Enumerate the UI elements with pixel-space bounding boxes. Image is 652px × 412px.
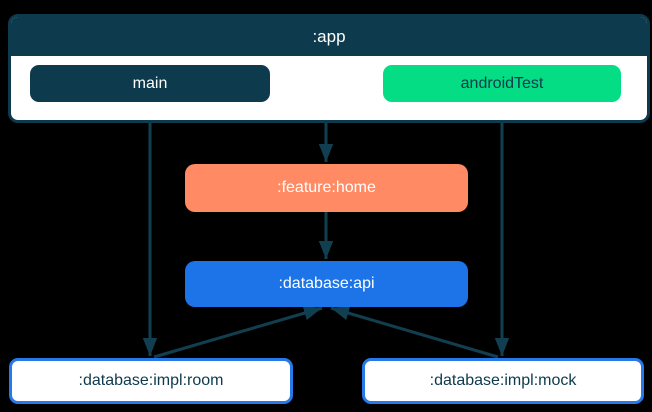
- source-set-androidtest-label: androidTest: [460, 74, 544, 92]
- source-set-main: main: [30, 65, 270, 102]
- source-set-androidtest: androidTest: [383, 65, 621, 102]
- feature-home-module: :feature:home: [185, 164, 468, 212]
- database-impl-room-module: :database:impl:room: [9, 358, 293, 404]
- feature-home-label: :feature:home: [277, 179, 376, 196]
- edge-database-impl-room-to-database-api: [153, 306, 323, 359]
- database-api-module: :database:api: [185, 261, 468, 307]
- edge-database-impl-mock-to-database-api: [330, 306, 499, 359]
- database-impl-room-label: :database:impl:room: [78, 372, 224, 389]
- database-impl-mock-label: :database:impl:mock: [429, 372, 577, 389]
- app-module-header: :app: [11, 17, 647, 56]
- database-api-label: :database:api: [278, 275, 375, 292]
- app-module-container: :app main androidTest: [8, 14, 650, 123]
- app-module-label: :app: [312, 26, 346, 46]
- source-set-main-label: main: [132, 74, 168, 92]
- database-impl-mock-module: :database:impl:mock: [362, 358, 644, 404]
